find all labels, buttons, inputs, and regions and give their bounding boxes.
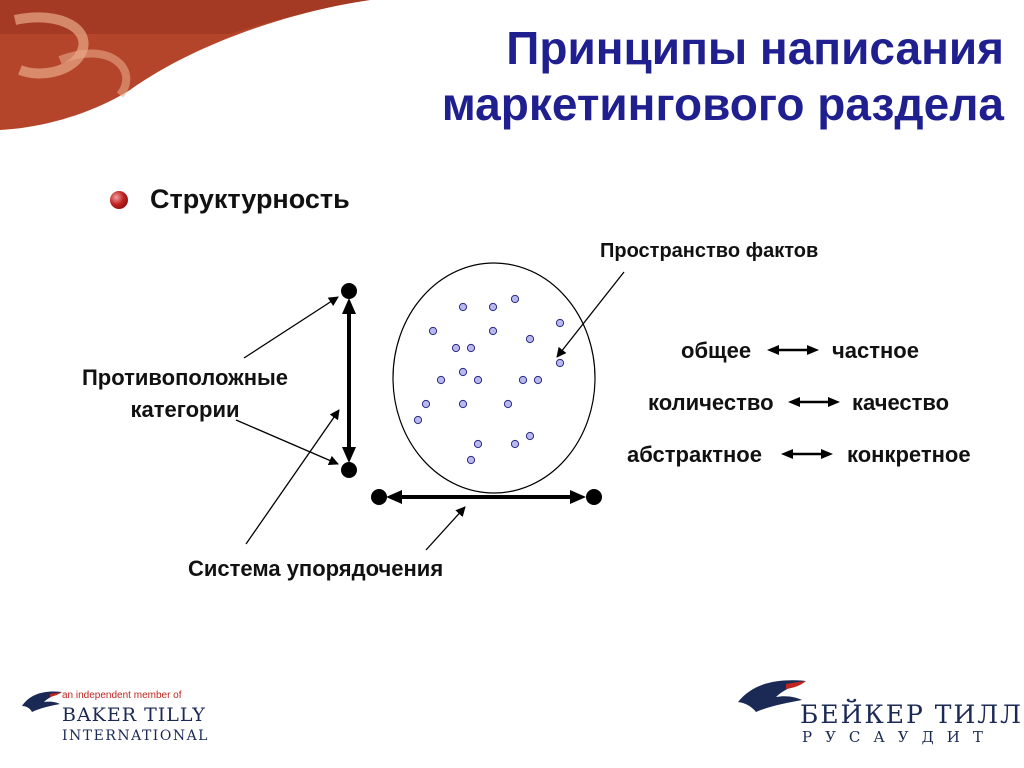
pair-right-label: конкретное bbox=[847, 442, 971, 467]
fact-dot bbox=[510, 294, 520, 304]
fact-dot bbox=[436, 375, 446, 385]
corner-swirl-2 bbox=[58, 49, 131, 98]
fact-dot bbox=[473, 375, 483, 385]
facts-space-circle bbox=[392, 262, 596, 494]
ordering-pointer-vertical bbox=[245, 409, 340, 545]
fact-dot bbox=[413, 415, 423, 425]
rusaudit-text: РУСАУДИТ bbox=[802, 728, 996, 746]
fact-dot bbox=[510, 439, 520, 449]
bird-icon bbox=[738, 680, 806, 712]
vertical-axis-bottom-node bbox=[341, 462, 357, 478]
vertical-axis-top-node bbox=[341, 283, 357, 299]
fact-dot bbox=[458, 399, 468, 409]
ordering-system-label: Система упорядочения bbox=[188, 556, 444, 581]
fact-dot bbox=[458, 367, 468, 377]
horizontal-axis-left-node bbox=[371, 489, 387, 505]
ordering-pointer-horizontal bbox=[425, 506, 466, 551]
fact-dot bbox=[428, 326, 438, 336]
opposite-pointer-top bbox=[243, 296, 339, 359]
bullet-icon bbox=[110, 190, 128, 209]
vertical-axis-arrow-top bbox=[342, 298, 356, 314]
baker-tilly-rusaudit-logo: БЕЙКЕР ТИЛЛИ РУСАУДИТ bbox=[730, 672, 1024, 752]
bird-icon bbox=[22, 691, 62, 712]
pair-arrow bbox=[781, 449, 833, 459]
pair-left-label: абстрактное bbox=[627, 442, 762, 467]
fact-dot bbox=[451, 343, 461, 353]
opposite-categories-label: Противоположные категории bbox=[60, 362, 310, 426]
slide-title: Принципы написания маркетингового раздел… bbox=[364, 20, 1004, 132]
opposite-categories-line-2: категории bbox=[130, 397, 240, 422]
pair-arrow bbox=[788, 397, 840, 407]
pair-right-label: частное bbox=[832, 338, 919, 363]
corner-artwork bbox=[0, 0, 370, 130]
fact-dot bbox=[503, 399, 513, 409]
fact-dot bbox=[518, 375, 528, 385]
horizontal-axis-right-node bbox=[586, 489, 602, 505]
horizontal-axis-arrow-right bbox=[570, 490, 586, 504]
opposite-categories-line-1: Противоположные bbox=[81, 365, 289, 390]
fact-dot bbox=[533, 375, 543, 385]
fact-dot bbox=[488, 326, 498, 336]
fact-dot bbox=[421, 399, 431, 409]
title-line-1: Принципы написания bbox=[506, 22, 1004, 74]
independent-member-text: an independent member of bbox=[62, 690, 182, 701]
vertical-axis-arrow-bottom bbox=[342, 447, 356, 463]
baker-tilly-international-logo: an independent member of BAKER TILLY INT… bbox=[20, 686, 220, 746]
fact-dot bbox=[488, 302, 498, 312]
facts-dots bbox=[413, 294, 565, 465]
fact-dot bbox=[466, 343, 476, 353]
pair-right-label: качество bbox=[852, 390, 950, 415]
pair-arrow bbox=[767, 345, 819, 355]
horizontal-axis-arrow-left bbox=[386, 490, 402, 504]
corner-band bbox=[0, 0, 370, 34]
international-text: INTERNATIONAL bbox=[62, 728, 209, 744]
title-line-2: маркетингового раздела bbox=[441, 78, 1004, 130]
pair-left-label: количество bbox=[648, 390, 774, 415]
beiker-tilli-text: БЕЙКЕР ТИЛЛИ bbox=[800, 700, 1024, 729]
opposite-pointer-bottom bbox=[235, 419, 339, 466]
fact-dot bbox=[555, 358, 565, 368]
bullet-item: Структурность bbox=[110, 184, 350, 215]
baker-tilly-text: BAKER TILLY bbox=[62, 704, 206, 726]
facts-space-label: Пространство фактов bbox=[600, 240, 819, 262]
fact-dot bbox=[473, 439, 483, 449]
fact-dot bbox=[458, 302, 468, 312]
fact-dot bbox=[525, 431, 535, 441]
bullet-text: Структурность bbox=[150, 184, 350, 214]
pair-left-label: общее bbox=[681, 338, 752, 363]
facts-pointer bbox=[556, 271, 625, 358]
fact-dot bbox=[466, 455, 476, 465]
fact-dot bbox=[525, 334, 535, 344]
fact-dot bbox=[555, 318, 565, 328]
